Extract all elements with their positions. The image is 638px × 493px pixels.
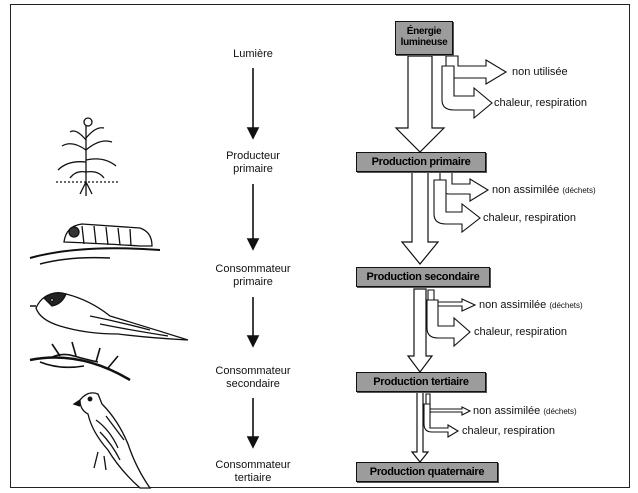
level-arrows [248, 68, 258, 447]
box-energie-line2: lumineuse [396, 37, 452, 48]
label-chaleur-2: chaleur, respiration [483, 212, 576, 225]
hawk-icon [74, 393, 150, 488]
plant-icon [56, 118, 118, 196]
arrowhead-2 [248, 239, 258, 249]
label-non-utilisee: non utilisée [512, 66, 568, 79]
label-dechets-3: (déchets) [543, 407, 576, 416]
box-quaternaire-label: Production quaternaire [370, 466, 484, 478]
flow-arrows [396, 56, 444, 462]
label-dechets-2: (déchets) [549, 301, 582, 310]
box-production-secondaire: Production secondaire [356, 267, 490, 287]
arrowhead-4 [248, 437, 258, 447]
bird-icon [30, 293, 188, 340]
box-tertiaire-label: Production tertiaire [373, 376, 468, 388]
label-non-assimilee-3-text: non assimilée [473, 405, 540, 417]
loss-arrow-non-assimilee-1 [440, 172, 488, 201]
box-production-tertiaire: Production tertiaire [356, 372, 486, 392]
caterpillar-icon [30, 224, 160, 264]
label-chaleur-3: chaleur, respiration [474, 326, 567, 339]
box-energie-line1: Énergie [396, 26, 452, 37]
label-chaleur-2-text: chaleur, respiration [483, 212, 576, 224]
box-production-primaire: Production primaire [356, 152, 486, 172]
box-secondaire-label: Production secondaire [367, 271, 480, 283]
label-non-assimilee-2: non assimilée (déchets) [479, 299, 583, 312]
loss-arrow-non-assimilee-3 [426, 394, 470, 415]
box-primaire-label: Production primaire [372, 156, 471, 168]
label-chaleur-4: chaleur, respiration [462, 425, 555, 438]
arrowhead-1 [248, 128, 258, 138]
label-non-assimilee-3: non assimilée (déchets) [473, 405, 577, 418]
label-chaleur-1-text: chaleur, respiration [494, 97, 587, 109]
flow-arrow-1 [396, 56, 444, 152]
arrowhead-3 [248, 336, 258, 346]
label-chaleur-1: chaleur, respiration [494, 97, 587, 110]
label-dechets-1: (déchets) [562, 186, 595, 195]
label-non-assimilee-1: non assimilée (déchets) [492, 184, 596, 197]
loss-arrow-non-utilisee [446, 56, 506, 84]
twig-icon [30, 342, 130, 380]
label-non-assimilee-1-text: non assimilée [492, 184, 559, 196]
label-chaleur-3-text: chaleur, respiration [474, 326, 567, 338]
label-non-assimilee-2-text: non assimilée [479, 299, 546, 311]
flow-arrow-2 [402, 172, 438, 264]
label-chaleur-4-text: chaleur, respiration [462, 425, 555, 437]
label-non-utilisee-text: non utilisée [512, 66, 568, 78]
box-energie-lumineuse: Énergie lumineuse [395, 21, 453, 55]
box-production-quaternaire: Production quaternaire [356, 462, 498, 482]
